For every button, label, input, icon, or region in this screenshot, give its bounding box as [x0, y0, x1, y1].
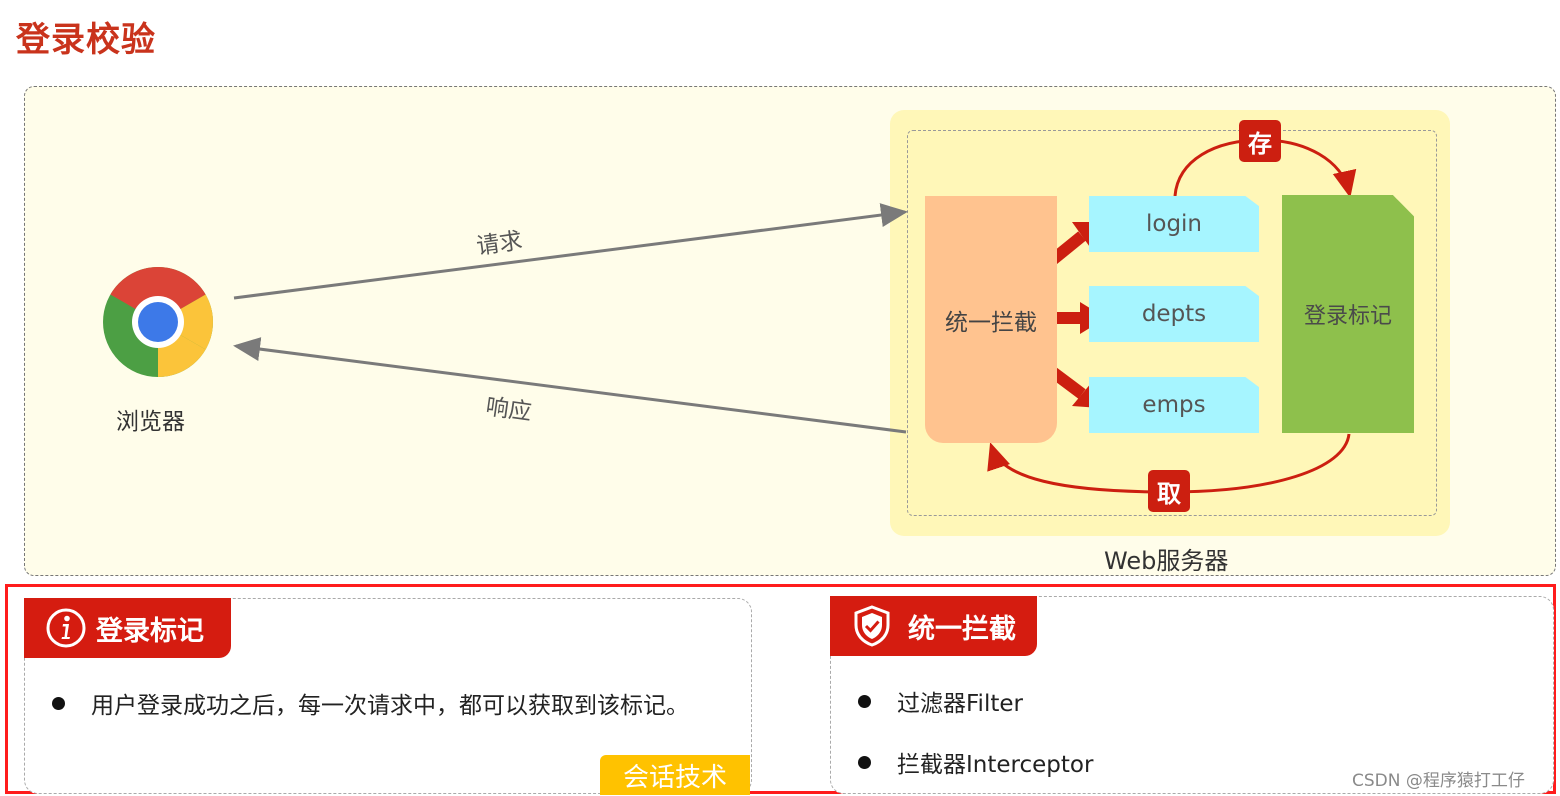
list-item: 过滤器Filter [858, 684, 1023, 718]
list-item-text: 过滤器Filter [897, 691, 1023, 717]
endpoint-depts-label: depts [1141, 301, 1207, 327]
endpoint-depts: depts [1089, 286, 1259, 342]
login-mark-card-header: 登录标记 [24, 598, 231, 658]
session-tech-tag: 会话技术 [600, 755, 750, 795]
response-label: 响应 [483, 393, 534, 427]
browser-label: 浏览器 [116, 409, 185, 435]
chrome-browser-icon [103, 267, 213, 377]
bullet-dot [858, 694, 871, 708]
page-title: 登录校验 [16, 20, 156, 60]
endpoint-login: login [1089, 196, 1259, 252]
list-item-text: 拦截器Interceptor [897, 752, 1094, 778]
request-arrow [233, 203, 908, 300]
interceptor-box: 统一拦截 [925, 196, 1057, 443]
list-item-text: 用户登录成功之后，每一次请求中，都可以获取到该标记。 [91, 693, 689, 719]
unified-intercept-card-header: 统一拦截 [830, 596, 1037, 656]
list-item: 用户登录成功之后，每一次请求中，都可以获取到该标记。 [52, 686, 689, 720]
endpoint-emps: emps [1089, 377, 1259, 433]
response-arrow [233, 337, 907, 434]
web-server-inner-border [907, 130, 1437, 516]
info-icon [46, 608, 86, 648]
shield-check-icon [854, 605, 890, 647]
bullet-dot [52, 696, 65, 710]
login-mark-label: 登录标记 [1303, 304, 1392, 329]
watermark: CSDN @程序猿打工仔 [1352, 771, 1525, 791]
fetch-tag: 取 [1148, 470, 1190, 512]
highlight-frame [5, 584, 1556, 794]
request-label: 请求 [474, 227, 525, 261]
store-tag: 存 [1239, 120, 1281, 162]
login-mark-card-title: 登录标记 [96, 615, 204, 647]
list-item: 拦截器Interceptor [858, 745, 1093, 779]
login-mark-box: 登录标记 [1282, 195, 1414, 433]
endpoint-login-label: login [1145, 211, 1203, 237]
endpoint-emps-label: emps [1142, 392, 1206, 418]
bullet-dot [858, 755, 871, 769]
unified-intercept-card-title: 统一拦截 [908, 613, 1016, 645]
web-server-label: Web服务器 [1104, 547, 1229, 575]
interceptor-label: 统一拦截 [945, 309, 1037, 336]
